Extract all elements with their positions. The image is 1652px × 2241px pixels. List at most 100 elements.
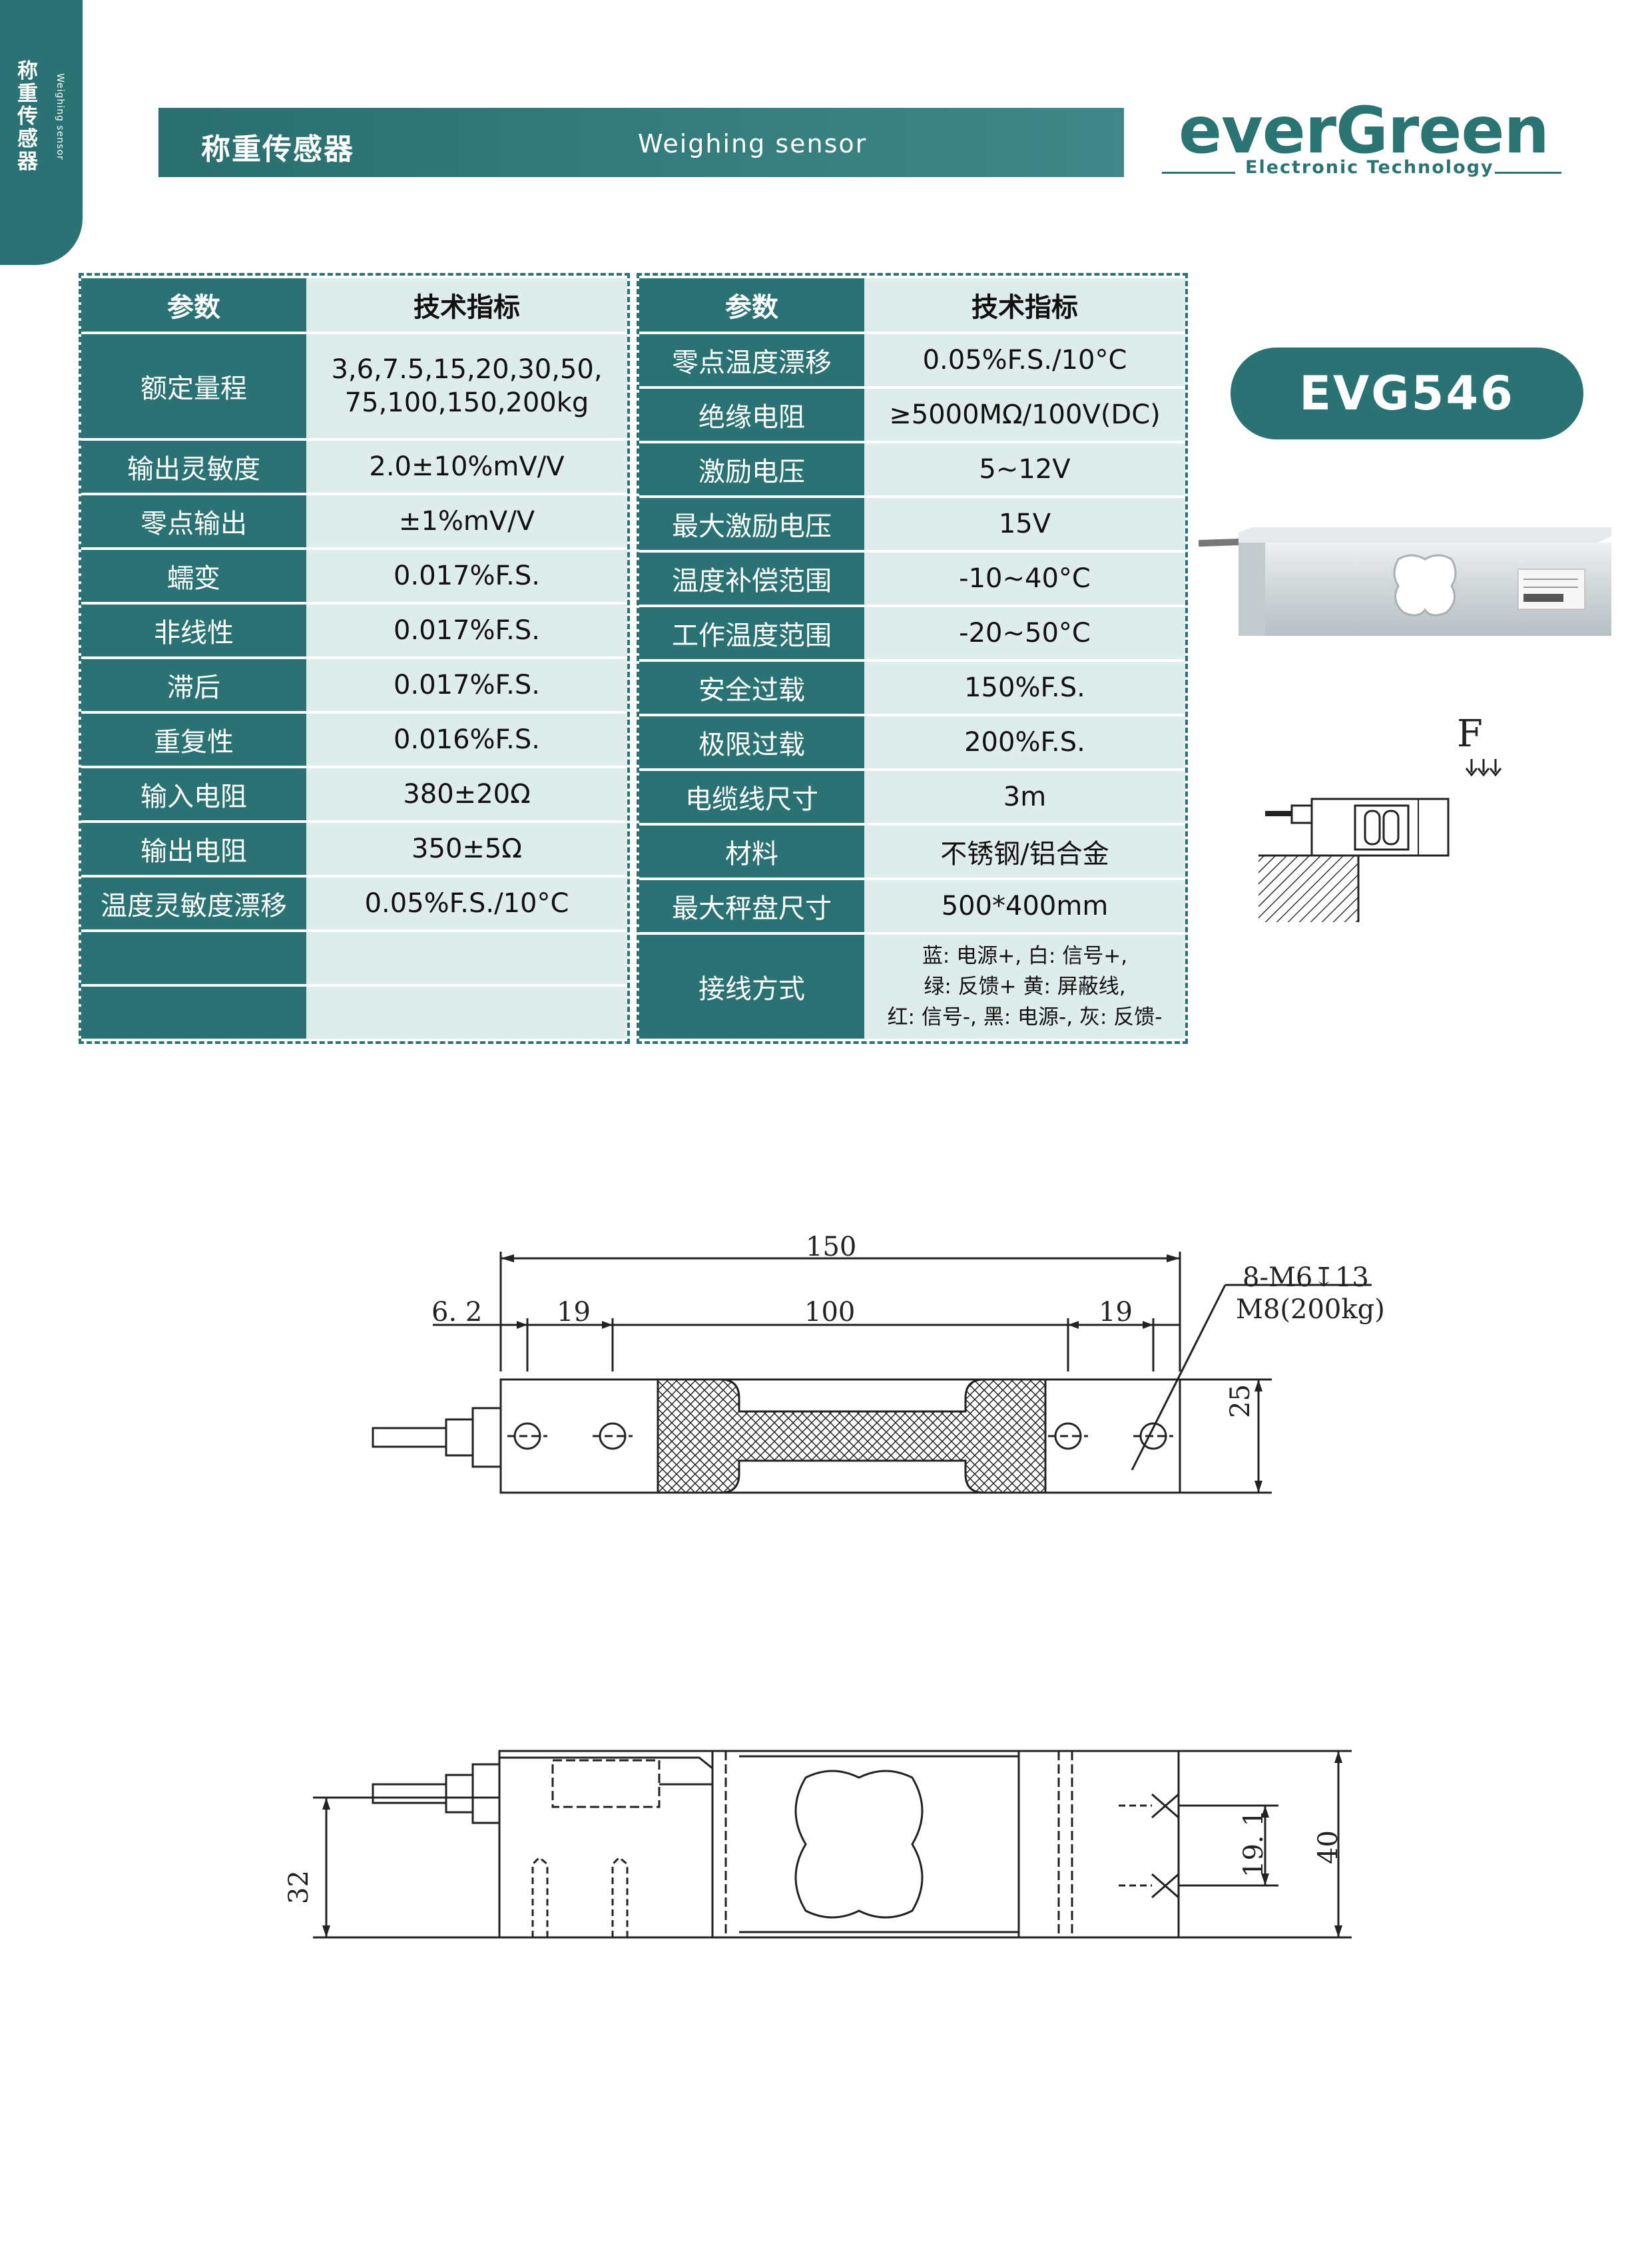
header-banner: 称重传感器 Weighing sensor — [158, 108, 1124, 177]
param-cell: 温度补偿范围 — [639, 553, 864, 605]
value-cell: 2.0±10%mV/V — [306, 441, 627, 493]
value-cell: 0.05%F.S./10°C — [864, 334, 1185, 386]
force-diagram — [1258, 759, 1502, 922]
param-cell: 温度灵敏度漂移 — [81, 877, 306, 929]
value-cell: ≥5000MΩ/100V(DC) — [864, 389, 1185, 441]
param-cell: 蠕变 — [81, 550, 306, 602]
param-cell: 激励电压 — [639, 443, 864, 495]
param-cell: 工作温度范围 — [639, 607, 864, 659]
value-cell: 350±5Ω — [306, 823, 627, 875]
header-param: 参数 — [639, 278, 864, 332]
param-cell: 电缆线尺寸 — [639, 771, 864, 823]
side-tab-cn: 称重传感器 — [17, 59, 38, 174]
table-row — [81, 987, 627, 1039]
dim-hole-spacing: 19. 1 — [1239, 1810, 1269, 1877]
value-cell: 0.016%F.S. — [306, 714, 627, 766]
table-header-row: 参数技术指标 — [639, 278, 1185, 332]
param-cell — [81, 987, 306, 1039]
value-cell: 150%F.S. — [864, 662, 1185, 714]
param-cell: 非线性 — [81, 605, 306, 656]
top-view-drawing — [372, 1252, 1372, 1494]
value-cell: 5~12V — [864, 443, 1185, 495]
param-cell: 极限过载 — [639, 716, 864, 768]
param-cell: 接线方式 — [639, 935, 864, 1039]
model-badge: EVG546 — [1231, 348, 1583, 439]
param-cell: 重复性 — [81, 714, 306, 766]
header-value: 技术指标 — [864, 278, 1185, 332]
param-cell: 材料 — [639, 826, 864, 877]
value-cell: 200%F.S. — [864, 716, 1185, 768]
table-row: 接线方式蓝: 电源+, 白: 信号+, 绿: 反馈+ 黄: 屏蔽线, 红: 信号… — [639, 935, 1185, 1039]
logo-line-right — [1495, 172, 1561, 174]
value-cell: -20~50°C — [864, 607, 1185, 659]
value-cell — [306, 987, 627, 1039]
param-cell: 滞后 — [81, 659, 306, 711]
dim-hole-spec-2: M8(200kg) — [1236, 1294, 1385, 1325]
param-cell: 绝缘电阻 — [639, 389, 864, 441]
value-cell: 15V — [864, 498, 1185, 550]
table-row — [81, 932, 627, 984]
param-cell: 零点温度漂移 — [639, 334, 864, 386]
side-view-drawing — [313, 1750, 1352, 1939]
dim-width: 25 — [1225, 1384, 1256, 1418]
param-cell: 零点输出 — [81, 495, 306, 547]
banner-title-en: Weighing sensor — [638, 129, 868, 158]
param-cell: 额定量程 — [81, 334, 306, 438]
dim-overall: 150 — [806, 1232, 857, 1262]
table-row: 工作温度范围-20~50°C — [639, 607, 1185, 659]
table-row: 绝缘电阻≥5000MΩ/100V(DC) — [639, 389, 1185, 441]
value-cell: ±1%mV/V — [306, 495, 627, 547]
logo-tagline: Electronic Technology — [1245, 157, 1494, 178]
dim-center: 100 — [804, 1297, 856, 1328]
header-value: 技术指标 — [306, 278, 627, 332]
brand-logo: everGreen Electronic Technology — [1159, 93, 1585, 193]
value-cell: 蓝: 电源+, 白: 信号+, 绿: 反馈+ 黄: 屏蔽线, 红: 信号-, 黑… — [864, 935, 1185, 1039]
logo-wordmark: everGreen — [1179, 93, 1549, 168]
force-label: F — [1457, 712, 1483, 756]
param-cell — [81, 932, 306, 984]
dim-left-height: 32 — [284, 1870, 314, 1904]
value-cell: 0.017%F.S. — [306, 550, 627, 602]
product-photo — [1199, 527, 1611, 636]
value-cell: 3,6,7.5,15,20,30,50, 75,100,150,200kg — [306, 334, 627, 438]
value-cell — [306, 932, 627, 984]
param-cell: 输入电阻 — [81, 768, 306, 820]
value-cell: -10~40°C — [864, 553, 1185, 605]
dim-edge: 6. 2 — [431, 1297, 483, 1328]
dim-left-pitch: 19 — [557, 1297, 591, 1328]
table-row: 材料不锈钢/铝合金 — [639, 826, 1185, 877]
value-cell: 500*400mm — [864, 880, 1185, 932]
value-cell: 0.017%F.S. — [306, 659, 627, 711]
param-cell: 最大激励电压 — [639, 498, 864, 550]
logo-line-left — [1162, 172, 1235, 174]
param-cell: 最大秤盘尺寸 — [639, 880, 864, 932]
table-header-row: 参数技术指标 — [81, 278, 627, 332]
value-cell: 0.05%F.S./10°C — [306, 877, 627, 929]
table-row: 温度补偿范围-10~40°C — [639, 553, 1185, 605]
value-cell: 3m — [864, 771, 1185, 823]
value-cell: 380±20Ω — [306, 768, 627, 820]
dim-right-pitch: 19 — [1099, 1297, 1133, 1328]
banner-title-cn: 称重传感器 — [201, 132, 354, 166]
dim-height: 40 — [1313, 1830, 1344, 1864]
side-tab: 称重传感器 Weighing sensor — [0, 0, 83, 265]
value-cell: 0.017%F.S. — [306, 605, 627, 656]
param-cell: 输出电阻 — [81, 823, 306, 875]
dim-hole-spec-1: 8-M6↧13 — [1242, 1262, 1369, 1293]
